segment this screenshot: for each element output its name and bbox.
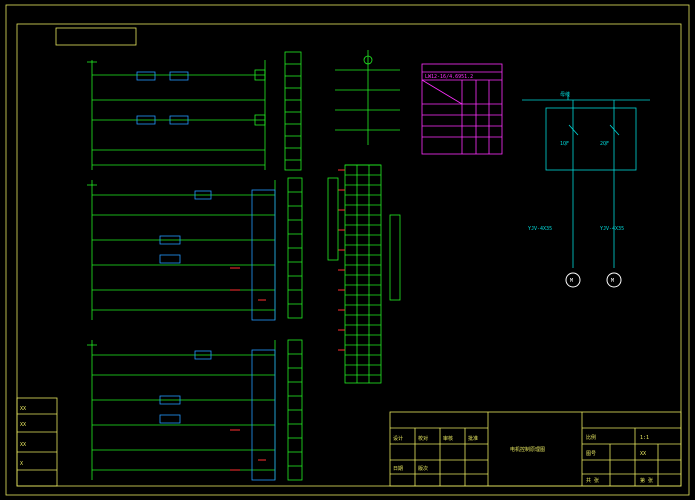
title-cell: 第 张	[640, 477, 653, 484]
title-cell: 共 张	[586, 477, 599, 484]
table-title: LW12-16/4.6951.2	[425, 74, 473, 80]
title-cell: XX	[640, 451, 646, 457]
terminal-rows	[345, 164, 381, 376]
title-cell: 版次	[418, 465, 428, 472]
busbar-label: 母线	[560, 91, 570, 98]
left-revision-strip: XX XX XX X	[16, 397, 58, 487]
left-panel-label: XX	[20, 422, 26, 428]
title-cell: 批准	[468, 435, 478, 442]
left-panel-label: XX	[20, 406, 26, 412]
title-cell: 比例	[586, 434, 596, 441]
control-circuit-2	[87, 180, 276, 321]
title-cell: 1:1	[640, 435, 649, 441]
title-cell: 设计	[393, 435, 403, 442]
title-cell: 日期	[393, 466, 403, 472]
motor-1-label: M	[570, 278, 573, 284]
feeder-2-cable: YJV-4X35	[600, 226, 624, 232]
feeder-2-breaker: 2QF	[600, 141, 609, 147]
feeder-1-breaker: 1QF	[560, 141, 569, 147]
side-terminal-left	[327, 177, 339, 261]
side-terminal-right	[389, 214, 401, 301]
drawing-frame	[5, 4, 690, 496]
terminal-strip-1	[284, 51, 302, 171]
terminal-strip-2	[287, 177, 303, 319]
title-block-name: 电机控制原理图	[510, 446, 545, 453]
terminal-wires	[338, 169, 345, 351]
single-line-diagram: 母线	[522, 91, 650, 171]
motor-1-icon	[565, 272, 581, 288]
title-cell: 审核	[443, 435, 453, 442]
title-cell: 图号	[586, 451, 596, 457]
feeder-1: 1QF YJV-4X35 M	[528, 100, 581, 288]
title-block: 电机控制原理图 比例 1:1 图号 XX 设计 校对 审核 批准 日期 版次 共…	[389, 411, 682, 487]
left-panel-label: XX	[20, 442, 26, 448]
feeder-2: 2QF YJV-4X35 M	[600, 100, 624, 288]
motor-2-icon	[606, 272, 622, 288]
motor-2-label: M	[611, 278, 614, 284]
switch-diagram	[335, 50, 400, 145]
title-cell: 校对	[418, 435, 428, 442]
control-circuit-3	[87, 340, 276, 481]
contacts-circuit-2	[230, 267, 266, 301]
terminal-strip-3	[287, 339, 303, 481]
central-terminal-block	[344, 164, 382, 384]
contacts-circuit-3	[230, 429, 266, 471]
feeder-1-cable: YJV-4X35	[528, 226, 552, 232]
control-circuit-1	[87, 60, 266, 170]
switch-position-table: LW12-16/4.6951.2	[421, 63, 503, 155]
left-panel-label: X	[20, 461, 23, 467]
